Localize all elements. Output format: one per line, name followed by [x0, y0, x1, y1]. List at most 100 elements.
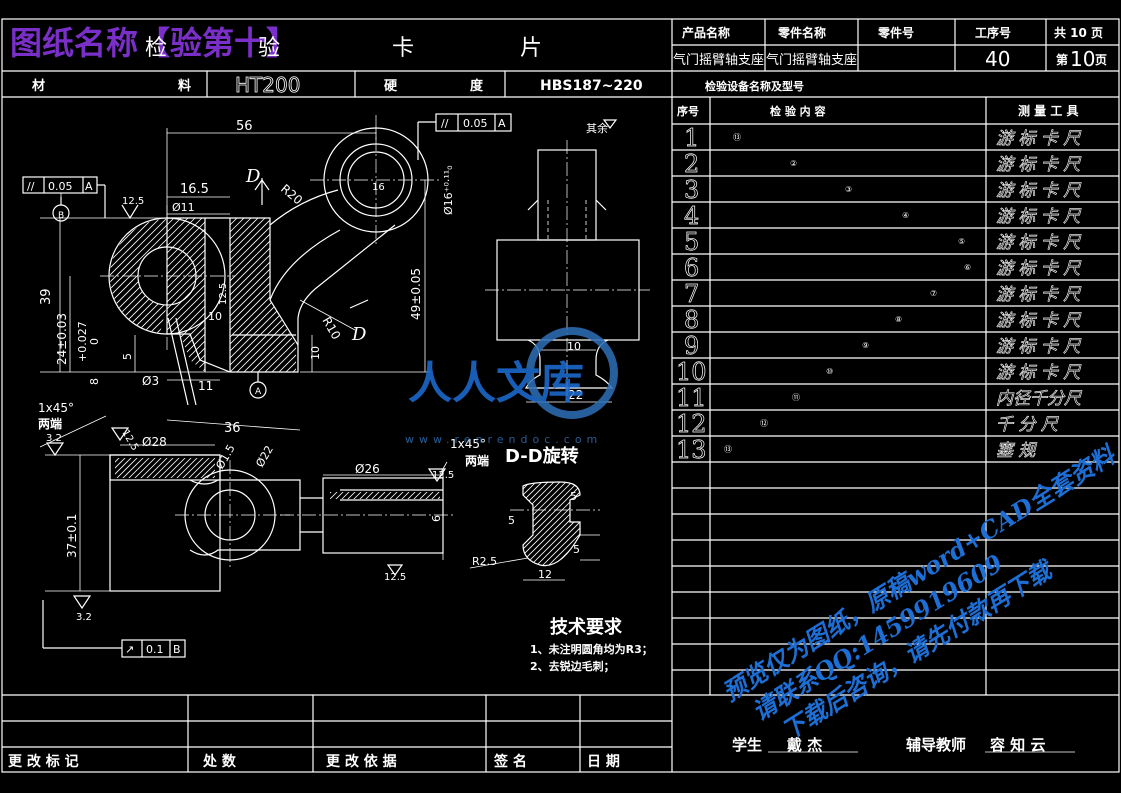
- dim-phi22: Ø22: [253, 443, 276, 469]
- dim-zero-tol: 0: [88, 338, 101, 345]
- chamfer-1x45-right: 1x45°: [450, 437, 486, 451]
- roughness-12-5-c: 12.5: [119, 428, 140, 453]
- dim-plus-tol: +0.027: [76, 321, 89, 362]
- inspection-item-marker: ⑩: [826, 367, 833, 376]
- material-label-a: 材: [32, 78, 45, 94]
- part-name-label: 零件名称: [777, 25, 826, 40]
- dim-phi3: Ø3: [142, 374, 159, 388]
- gdt-2-symbol: //: [441, 117, 449, 130]
- dd-dim-5-c: 5: [573, 543, 580, 556]
- inspection-row-tool: 游 标 卡 尺: [996, 233, 1082, 253]
- roughness-12-5-e: 12.5: [384, 572, 406, 583]
- dim-37: 37±0.1: [65, 514, 79, 558]
- inspection-row-tool: 游 标 卡 尺: [996, 207, 1082, 227]
- watermark-line-1: 预览仅为图纸，原稿word+CAD全套资料: [717, 439, 1121, 707]
- inspection-item-marker: ⑥: [964, 263, 971, 272]
- dim-phi28: Ø28: [142, 435, 167, 449]
- roughness-3-2-bottom: 3.2: [76, 612, 92, 623]
- inspection-item-marker: ⑫: [760, 419, 768, 428]
- section-mark-d-top: D: [245, 166, 261, 187]
- inspection-row-number: 2: [684, 150, 699, 178]
- process-number-label: 工序号: [975, 25, 1011, 40]
- footer-count: 处 数: [202, 753, 237, 770]
- hardness-label-b: 度: [470, 78, 484, 94]
- dim-10-side: 10: [567, 340, 581, 353]
- dim-49: 49±0.05: [409, 268, 423, 320]
- process-number-value: 40: [985, 47, 1010, 71]
- footer-sign: 签 名: [493, 753, 527, 770]
- gdt-1-value: 0.05: [48, 180, 73, 193]
- product-name-label: 产品名称: [682, 25, 730, 40]
- page-number-value: 10: [1070, 47, 1095, 71]
- inspection-row-number: 12: [676, 410, 707, 438]
- dim-56: 56: [236, 119, 253, 134]
- inspection-row-lines: [672, 149, 1119, 671]
- material-value: HT200: [235, 73, 300, 97]
- inspection-row-tool: 内径千分尺: [996, 389, 1083, 409]
- inspection-item-marker: ②: [790, 159, 797, 168]
- watermark-logo-text: 人人文库: [408, 358, 584, 409]
- card-title-char-3: 卡: [392, 36, 414, 61]
- inspection-row-number: 3: [684, 176, 699, 204]
- dim-36: 36: [224, 421, 241, 436]
- inspection-row-number: 11: [676, 384, 707, 412]
- dim-8: 8: [88, 378, 101, 385]
- advisor-name: 容 知 云: [989, 736, 1045, 754]
- roughness-3-2-top: 3.2: [46, 433, 62, 444]
- footer-change-mark: 更 改 标 记: [8, 753, 79, 770]
- dim-phi16: Ø16⁺⁰·¹¹₀: [442, 165, 455, 215]
- gdt-2-datum: A: [498, 117, 506, 130]
- card-title-char-1: 检: [145, 36, 167, 61]
- tool-column-header: 测 量 工 具: [1018, 103, 1079, 118]
- inspection-row-tool: 游 标 卡 尺: [996, 311, 1082, 331]
- card-title-char-2: 验: [258, 36, 280, 61]
- dim-10-a: 10: [208, 310, 222, 323]
- dim-phi11: Ø11: [172, 201, 195, 214]
- gdt-3-value: 0.1: [146, 643, 164, 656]
- dim-phi1-5: Ø1.5: [213, 442, 237, 471]
- inspection-item-marker: ⑬: [724, 445, 732, 454]
- student-name: 戴 杰: [787, 736, 822, 754]
- inspection-row-tool: 游 标 卡 尺: [996, 181, 1082, 201]
- advisor-label: 辅导教师: [906, 736, 966, 754]
- dim-10-b: 10: [309, 346, 322, 360]
- dd-dim-r2-5: R2.5: [472, 555, 497, 568]
- equipment-label: 检验设备名称及型号: [705, 79, 804, 93]
- gdt-frame-3: [42, 600, 186, 658]
- dim-6: 6: [430, 515, 443, 522]
- inspection-row-number: 10: [676, 358, 707, 386]
- roughness-12-5-b: 12.5: [218, 283, 229, 305]
- watermark-line-2: 请联系QQ:1459919609: [747, 548, 1008, 726]
- inspection-row-number: 5: [684, 228, 699, 256]
- both-ends-left: 两端: [38, 416, 62, 431]
- hardness-label-a: 硬: [384, 79, 398, 94]
- datum-a-label: A: [255, 387, 262, 397]
- watermark-url: www.renrendoc.com: [405, 433, 602, 446]
- inspection-row-tool: 游 标 卡 尺: [996, 259, 1082, 279]
- inspection-row-tool: 千 分 尺: [996, 415, 1060, 435]
- dim-11: 11: [198, 379, 213, 393]
- dim-r10: R10: [319, 315, 343, 342]
- inspection-item-marker: ⑨: [862, 341, 869, 350]
- total-pages-label: 共 10 页: [1054, 25, 1103, 40]
- gdt-frame-1: [22, 176, 106, 218]
- content-column-header: 检 验 内 容: [770, 104, 826, 118]
- inspection-row-tool: 游 标 卡 尺: [996, 285, 1082, 305]
- tech-requirement-1: 1、未注明圆角均为R3；: [530, 642, 653, 656]
- section-mark-d-bottom: D: [351, 324, 367, 345]
- part-number-label: 零件号: [877, 25, 914, 40]
- gdt-1-datum: A: [85, 180, 93, 193]
- dim-16-5: 16.5: [180, 182, 209, 197]
- footer-date: 日 期: [587, 754, 620, 770]
- product-name-value: 气门摇臂轴支座: [673, 52, 764, 68]
- inspection-row-number: 1: [684, 124, 699, 152]
- both-ends-right: 两端: [465, 453, 489, 468]
- dim-16: 16: [372, 182, 385, 193]
- inspection-item-marker: ④: [902, 211, 909, 220]
- inspection-row-number: 6: [684, 254, 699, 282]
- inspection-row-tool: 游 标 卡 尺: [996, 337, 1082, 357]
- inspection-row-number: 4: [684, 202, 699, 230]
- inspection-item-marker: ⑤: [958, 237, 965, 246]
- seq-column-header: 序号: [677, 104, 699, 118]
